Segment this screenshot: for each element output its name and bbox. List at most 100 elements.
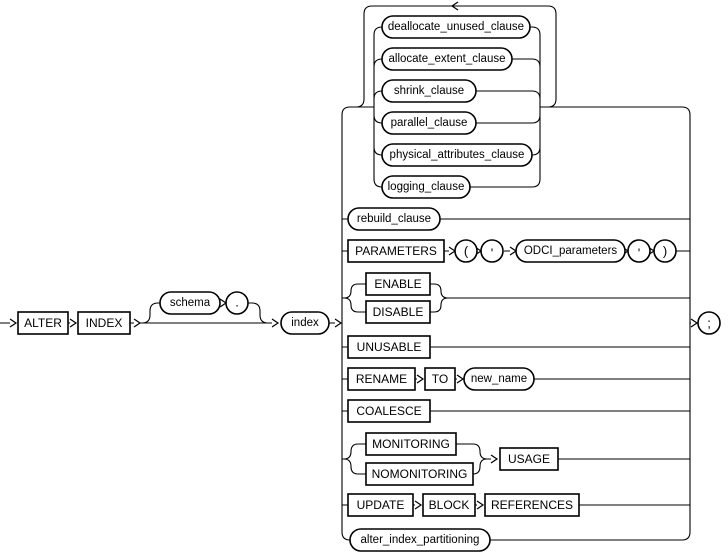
disable-label: DISABLE <box>373 305 424 319</box>
node-physical-attributes-clause: physical_attributes_clause <box>381 143 533 167</box>
shrink-clause-label: shrink_clause <box>394 85 464 97</box>
node-enable: ENABLE <box>365 272 431 296</box>
node-logging-clause: logging_clause <box>381 175 471 199</box>
to-box <box>424 367 456 391</box>
arrow-exit-icon <box>690 318 699 328</box>
node-disable: DISABLE <box>365 300 431 324</box>
node-shrink-clause: shrink_clause <box>381 79 477 103</box>
arrow-after-index-kw-icon <box>133 318 142 328</box>
arrow-start-icon <box>9 318 18 328</box>
arrow-into-index-icon <box>271 318 280 328</box>
arrowheads <box>9 1 699 510</box>
node-monitoring: MONITORING <box>365 432 457 456</box>
enable-box <box>365 272 431 296</box>
connectors <box>0 5 691 541</box>
block-box <box>422 493 476 517</box>
coalesce-box <box>347 399 431 423</box>
node-block: BLOCK <box>422 493 476 517</box>
schema-box <box>159 291 221 315</box>
node-rebuild-clause: rebuild_clause <box>347 207 441 231</box>
alter-index-partitioning-box <box>349 528 491 552</box>
nomonitoring-label: NOMONITORING <box>372 467 468 481</box>
arrow-alter-index-icon <box>69 318 78 328</box>
arrow-rename-to-icon <box>416 374 425 384</box>
references-box <box>484 493 580 517</box>
parallel-clause-box <box>381 111 477 135</box>
update-box <box>347 493 414 517</box>
physical-attributes-clause-box <box>381 143 533 167</box>
rename-box <box>347 367 416 391</box>
to-label: TO <box>432 372 448 386</box>
node-nomonitoring: NOMONITORING <box>365 462 474 486</box>
nomonitoring-box <box>365 462 474 486</box>
dot-label: . <box>235 295 239 310</box>
arrow-loop-left-icon <box>450 1 459 11</box>
connector-row8 <box>342 443 690 475</box>
shrink-clause-box <box>381 79 477 103</box>
node-index: index <box>280 311 330 335</box>
node-alter-index-partitioning: alter_index_partitioning <box>349 528 491 552</box>
node-index-keyword: INDEX <box>77 311 131 335</box>
node-new-name: new_name <box>463 367 535 391</box>
node-unusable: UNUSABLE <box>347 335 431 359</box>
index-kw-box <box>77 311 131 335</box>
odci-parameters-label: ODCI_parameters <box>524 245 618 257</box>
node-alter: ALTER <box>17 311 69 335</box>
node-schema: schema <box>159 291 221 315</box>
quote-open-circle <box>480 239 504 263</box>
connector-choice-split <box>373 26 383 188</box>
node-rename: RENAME <box>347 367 416 391</box>
quote-open-label: ' <box>491 246 493 261</box>
node-references: REFERENCES <box>484 493 580 517</box>
quote-close-circle <box>627 239 651 263</box>
connector-schema-branch <box>141 302 269 324</box>
dot-circle <box>225 291 249 315</box>
arrow-quote-odci-icon <box>509 246 518 256</box>
node-update: UPDATE <box>347 493 414 517</box>
alter-index-partitioning-label: alter_index_partitioning <box>361 534 480 546</box>
odci-parameters-box <box>515 239 626 263</box>
new-name-label: new_name <box>471 373 527 385</box>
node-close-paren: ) <box>653 239 677 263</box>
logging-clause-box <box>381 175 471 199</box>
semicolon-circle <box>697 311 721 335</box>
block-label: BLOCK <box>429 498 470 512</box>
enable-label: ENABLE <box>374 277 421 291</box>
close-paren-circle <box>653 239 677 263</box>
arrow-into-usage-icon <box>490 454 499 464</box>
new-name-box <box>463 367 535 391</box>
arrow-into-trunk-icon <box>334 318 343 328</box>
rebuild-clause-label: rebuild_clause <box>357 213 431 225</box>
references-label: REFERENCES <box>491 498 573 512</box>
monitoring-box <box>365 432 457 456</box>
coalesce-label: COALESCE <box>356 404 421 418</box>
node-to: TO <box>424 367 456 391</box>
node-deallocate-unused-clause: deallocate_unused_clause <box>381 15 531 39</box>
allocate-extent-clause-label: allocate_extent_clause <box>389 53 506 65</box>
node-parameters: PARAMETERS <box>347 239 445 263</box>
node-quote-open: ' <box>480 239 504 263</box>
index-box <box>280 311 330 335</box>
quote-close-label: ' <box>638 246 640 261</box>
monitoring-label: MONITORING <box>372 437 450 451</box>
node-open-paren: ( <box>454 239 478 263</box>
node-parallel-clause: parallel_clause <box>381 111 477 135</box>
semicolon-label: ; <box>707 316 711 331</box>
node-dot: . <box>225 291 249 315</box>
arrow-schema-dot-icon <box>219 298 228 308</box>
arrow-block-references-icon <box>476 500 485 510</box>
schema-label: schema <box>170 297 211 309</box>
connector-loop-back <box>355 5 557 108</box>
update-label: UPDATE <box>357 498 405 512</box>
connector-row4 <box>342 283 690 313</box>
arrow-to-newname-icon <box>456 374 465 384</box>
parameters-box <box>347 239 445 263</box>
open-paren-label: ( <box>464 244 469 259</box>
node-odci-parameters: ODCI_parameters <box>515 239 626 263</box>
open-paren-circle <box>454 239 478 263</box>
connector-choice-merge <box>470 26 541 188</box>
physical-attributes-clause-label: physical_attributes_clause <box>390 149 525 161</box>
unusable-label: UNUSABLE <box>357 340 422 354</box>
connector-collector <box>681 106 691 541</box>
